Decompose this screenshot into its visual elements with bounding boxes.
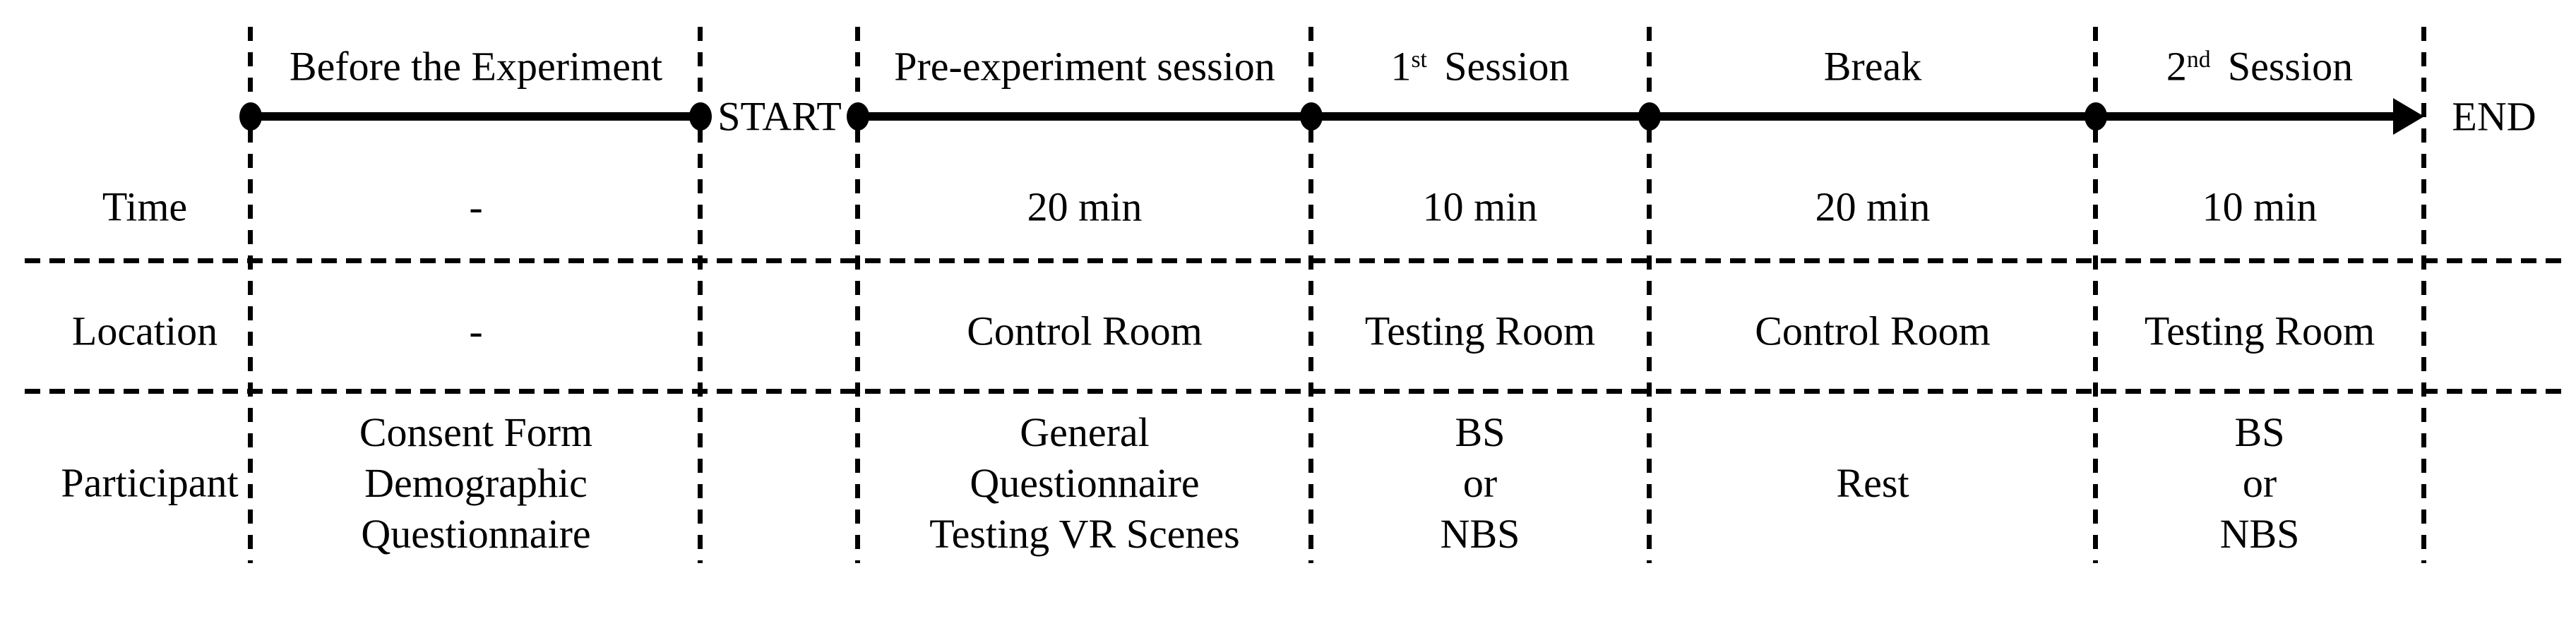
row-label-participant: Participant: [61, 459, 239, 506]
time-value-break: 20 min: [1815, 183, 1931, 230]
column-separator-2: [698, 27, 703, 563]
participant-activity-pre-experiment-session: General Questionnaire Testing VR Scenes: [929, 409, 1240, 557]
timeline-dot-6: [2085, 102, 2107, 131]
participant-activity-before-experiment: Consent Form Demographic Questionnaire: [359, 409, 593, 557]
location-value-before-experiment: -: [469, 308, 483, 354]
timeline-dot-5: [1638, 102, 1661, 131]
participant-activity-break: Rest: [1836, 460, 1909, 506]
timeline-arrowhead-icon: [2393, 98, 2424, 135]
column-separator-1: [248, 27, 253, 563]
row-separator-time-location: [25, 258, 2570, 263]
phase-label-pre-experiment-session: Pre-experiment session: [894, 43, 1275, 90]
phase-label-before-experiment: Before the Experiment: [289, 43, 663, 90]
timeline-dot-3: [847, 102, 869, 131]
time-value-pre-experiment-session: 20 min: [1027, 183, 1143, 230]
column-separator-6: [2093, 27, 2098, 563]
column-separator-3: [855, 27, 860, 563]
location-value-first-session: Testing Room: [1364, 308, 1596, 354]
end-marker-label: END: [2452, 93, 2536, 140]
start-marker-label: START: [717, 93, 842, 140]
row-label-time: Time: [102, 183, 188, 230]
timeline-dot-4: [1300, 102, 1323, 131]
row-separator-location-participant: [25, 389, 2570, 394]
timeline-segment-before-experiment: [251, 112, 700, 121]
time-value-second-session: 10 min: [2202, 183, 2318, 230]
phase-label-break: Break: [1823, 43, 1922, 90]
participant-activity-second-session: BS or NBS: [2219, 409, 2300, 557]
timeline-dot-1: [239, 102, 262, 131]
location-value-second-session: Testing Room: [2144, 308, 2375, 354]
column-separator-4: [1308, 27, 1313, 563]
column-separator-7: [2421, 27, 2426, 563]
timeline-segment-main: [858, 112, 2395, 121]
participant-activity-first-session: BS or NBS: [1440, 409, 1520, 557]
time-value-before-experiment: -: [469, 183, 483, 230]
location-value-break: Control Room: [1755, 308, 1991, 354]
timeline-dot-2: [689, 102, 712, 131]
location-value-pre-experiment-session: Control Room: [967, 308, 1203, 354]
time-value-first-session: 10 min: [1422, 183, 1538, 230]
column-separator-5: [1647, 27, 1652, 563]
row-label-location: Location: [71, 308, 218, 354]
